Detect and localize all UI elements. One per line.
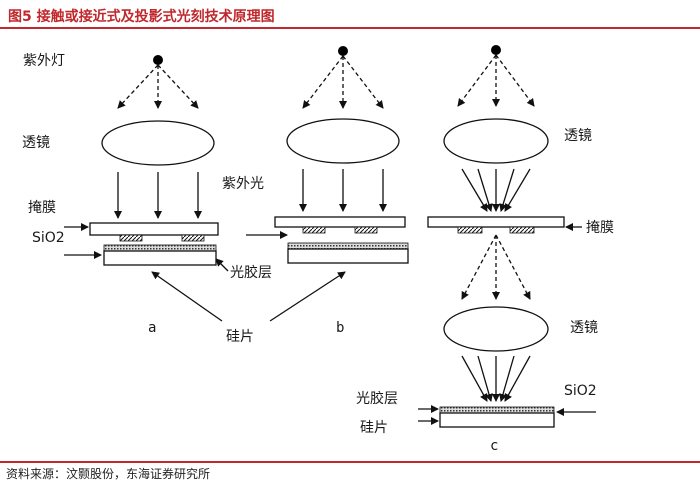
label-mask-a: 掩膜: [28, 200, 56, 216]
wafer-a: [103, 250, 217, 266]
label-uv-lamp: 紫外灯: [23, 53, 65, 69]
panel-b: b: [246, 46, 409, 336]
figure-title: 图5 接触或接近式及投影式光刻技术原理图: [8, 9, 275, 25]
mask-pattern-c-1: [457, 226, 483, 234]
mask-b: [274, 216, 406, 228]
label-wafer-ab: 硅片: [226, 329, 254, 345]
mask-pattern-b-2: [354, 226, 378, 234]
source-note: 资料来源：汶颢股份，东海证券研究所: [6, 467, 211, 481]
label-lens-c-lower: 透镜: [570, 320, 598, 336]
photoresist-c: [439, 406, 555, 414]
lens-c-upper: [443, 118, 549, 164]
mask-pattern-a-1: [119, 234, 143, 242]
panel-label-c: c: [490, 438, 498, 454]
footer-divider: [0, 461, 700, 463]
label-lens-a: 透镜: [22, 135, 50, 151]
label-wafer-c: 硅片: [360, 420, 388, 436]
uv-lamp-b: [338, 46, 348, 56]
label-mask-c: 掩膜: [586, 220, 614, 236]
label-uv-light: 紫外光: [222, 176, 264, 192]
title-divider: [0, 27, 700, 29]
panel-label-b: b: [336, 320, 344, 336]
panel-a: 紫外灯 透镜 紫外光 掩膜 SiO2 a: [22, 53, 264, 336]
mask-c: [427, 216, 565, 228]
panel-c: 透镜 掩膜 透镜 SiO2 光胶层 硅片 c: [356, 45, 614, 454]
lens-c-lower: [443, 306, 549, 352]
photoresist-b: [287, 242, 409, 250]
label-sio2-c: SiO2: [564, 383, 597, 399]
mask-pattern-a-2: [181, 234, 205, 242]
mask-pattern-b-1: [302, 226, 326, 234]
uv-lamp-c: [491, 45, 501, 55]
label-sio2-a: SiO2: [32, 230, 65, 246]
label-lens-c-upper: 透镜: [564, 128, 592, 144]
wafer-b: [287, 248, 409, 264]
lens-a: [101, 120, 215, 166]
uv-lamp-a: [153, 55, 163, 65]
mask-pattern-c-2: [509, 226, 535, 234]
mask-a: [89, 222, 219, 236]
label-photoresist-ab: 光胶层: [230, 264, 272, 281]
panel-label-a: a: [148, 320, 156, 336]
label-photoresist-c: 光胶层: [356, 390, 398, 407]
photoresist-a: [103, 244, 217, 252]
wafer-c: [439, 412, 555, 428]
lens-b: [286, 118, 400, 164]
lithography-diagram: 紫外灯 透镜 紫外光 掩膜 SiO2 a b 光胶层 硅片: [22, 45, 614, 454]
